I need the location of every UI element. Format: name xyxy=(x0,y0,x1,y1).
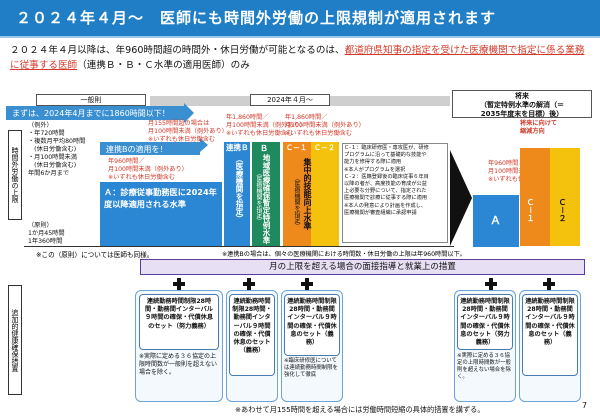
c-description: Ｃ-１：臨床研修医・専攻医が、研修 プログラムに沿って基礎的な技能や 能力を修得… xyxy=(344,145,429,216)
future-bar-c2 xyxy=(550,148,580,246)
future-bar-c1 xyxy=(520,148,550,246)
future-sub: （暫定特例水準の解消（＝ 2035年度末を目標）後） xyxy=(480,101,564,118)
col-header-general: 一般則 xyxy=(36,94,146,106)
plus-icon xyxy=(543,278,555,290)
plus-icon xyxy=(485,278,497,290)
annotation-c: 年960時間／ 月100時間未満（例外あり） ※いずれも休日労働含む xyxy=(108,158,188,181)
measure-a-note: ※実際に定める３６協定の上限時間数が一般則を超えない場合を除く。 xyxy=(139,353,218,376)
annotation-b-c: 年1,860時間／ 月100時間未満（例外あり） ※いずれも休日労働含む xyxy=(285,114,365,137)
future-c1-label: Ｃ－１ xyxy=(526,198,535,222)
bar-level-b-text: 地域医療確保暫定特例水準 xyxy=(262,154,271,244)
interview-strip: 月の上限を超える場合の面接指導と就業上の措置 xyxy=(140,259,585,275)
measure-a-text: 連続勤務時間制限28時間・勤務間インターバル９時間の確保・代償休息のセット（努力… xyxy=(139,294,219,350)
future-reduction-note: 将来に向けて 縮減方向 xyxy=(520,120,558,135)
bar-level-c1 xyxy=(283,142,311,246)
col-header-2024: 2024年４月～ xyxy=(250,94,330,106)
header-rule xyxy=(0,36,600,38)
intro-highlight: 都道府県知事の指定を受けた医療機関で指定に係る業務に従事する医師 xyxy=(10,45,585,71)
bar-level-a-label: Ａ：診療従事勤務医に2024年度以降適用される水準 xyxy=(104,187,217,209)
axis-label-health: 追加的健康確保措置 xyxy=(8,285,22,395)
future-title: 将来 xyxy=(515,92,529,100)
measure-c-text: 連続勤務時間制限28時間・勤務間インターバル９時間の確保・代償休息のセット（義務… xyxy=(284,294,340,356)
bar-c2-label: Ｃ－２ xyxy=(314,144,335,152)
banner-renkei: 連携Bの適用を！ xyxy=(100,142,200,155)
future-c2-label: Ｃ－２ xyxy=(558,198,567,222)
general-principle: （原則） 1か月45時間 1年360時間 xyxy=(28,222,65,245)
measure-future-a-note: ※実際に定める３６協定の上限時間数が一般則を超えない場合を除く。 xyxy=(457,353,511,380)
bar-c-sub: （医療機関を指定） xyxy=(293,175,300,229)
annotation-renkei: 年1,860時間／ 月100時間未満（例外あり） ※いずれも休日労働含む xyxy=(226,114,306,137)
banner-renkei-arrow xyxy=(200,138,208,152)
intro-part2: （連携Ｂ・Ｂ・Ｃ水準の適用医師）のみ xyxy=(77,60,250,71)
measure-future-a-text: 連続勤務時間制限28時間・勤務間インターバル９時間の確保・代償休息のセット（努力… xyxy=(457,294,513,350)
footer-note: ※あわせて月155時間を超える場合には労働時間短縮の具体的措置を講ずる。 xyxy=(235,405,485,414)
bar-c1-label: Ｃ－１ xyxy=(286,144,307,152)
intro-text: ２０２４年４月以降は、年960時間超の時間外・休日労働が可能となるのは、都道府県… xyxy=(10,43,590,73)
bar-renkei-b xyxy=(224,142,250,246)
future-bar-a xyxy=(473,195,519,247)
bar-level-b-sub: （医療機関を指定） xyxy=(255,170,262,224)
caption-renkei: ※連携Bの場合は、個々の医療機関における時間数・休日労働の上限は年960時間以下… xyxy=(222,251,466,258)
future-bar-a-label: Ａ xyxy=(490,214,501,227)
banner-1860: まずは、2024年4月までに1860時間以下！ xyxy=(6,106,184,120)
bar-level-b-title: Ｂ xyxy=(260,144,268,153)
general-example-header: （例外） xyxy=(28,122,53,129)
plus-icon xyxy=(243,278,255,290)
col-header-future: 将来 （暫定特例水準の解消（＝ 2035年度末を目標）後） xyxy=(452,90,592,118)
baseline xyxy=(24,246,454,247)
bar-level-a xyxy=(100,182,222,246)
header-bar xyxy=(0,0,600,36)
general-example-items: ・年720時間 ・複数月平均80時間 (休日労働含む) ・月100時間未満 (休… xyxy=(28,130,86,177)
bar-renkei-b-sub: （医療機関を指定） xyxy=(235,155,244,223)
transition-arrow xyxy=(450,150,472,246)
plus-icon xyxy=(301,278,313,290)
measure-c-note: ※臨床研修医については連続勤務時間制限を強化して徹底 xyxy=(284,358,338,378)
measure-future-c-text: 連続勤務時間制限28時間・勤務間インターバル９時間の確保・代償休息のセット（義務… xyxy=(522,294,578,376)
bar-c-text: 集中的技能向上水準 xyxy=(303,158,312,230)
axis-label-overtime: 時間外労働の上限 xyxy=(8,130,22,220)
caption-principle: ※この（原則）については医師も同様。 xyxy=(36,251,154,259)
measure-b-text: 連続勤務時間制限28時間・勤務間インターバル９時間の確保・代償休息のセット（義務… xyxy=(229,294,275,376)
intro-part1: ２０２４年４月以降は、年960時間超の時間外・休日労働が可能となるのは、 xyxy=(10,45,345,56)
page-number: 7 xyxy=(582,401,588,410)
bar-level-c2 xyxy=(311,142,339,246)
annotation-a-level: 月155時間超の場合は 月100時間未満（例外あり） ※いずれも休日労働含む xyxy=(148,120,228,143)
page-title: ２０２４年４月～ 医師にも時間外労働の上限規制が適用されます xyxy=(16,9,497,27)
banner-1860-arrow xyxy=(184,103,194,123)
plus-icon xyxy=(173,278,185,290)
c-description-box xyxy=(342,143,448,243)
bar-renkei-b-title: 連携Ｂ xyxy=(226,143,249,152)
bar-level-b xyxy=(252,142,280,246)
